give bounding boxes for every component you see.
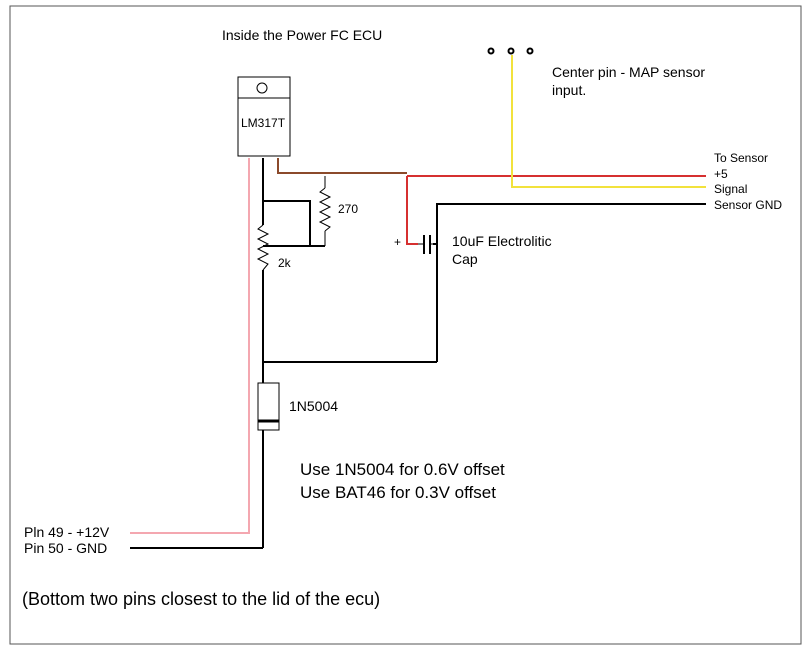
resistor-270-label: 270 [338,202,359,216]
resistor-2k-label: 2k [278,256,291,270]
connector-note-line1: Center pin - MAP sensor [552,64,706,80]
offset-note-line2: Use BAT46 for 0.3V offset [300,483,496,502]
wire-label-signal: Signal [714,182,748,196]
diagram-title: Inside the Power FC ECU [222,27,383,43]
pin50-label: Pin 50 - GND [24,540,108,556]
footer-note: (Bottom two pins closest to the lid of t… [22,589,381,609]
regulator-label: LM317T [241,116,286,130]
capacitor-label-line1: 10uF Electrolitic [452,233,552,249]
capacitor-polarity-label: + [394,235,402,249]
ground-network [130,158,706,549]
wire-adj [277,158,407,174]
resistor-2k [256,224,270,271]
connector-pins [487,47,534,55]
regulator-lm317t [237,76,291,157]
resistor-270 [318,187,332,232]
wire-signal [511,55,706,188]
wire-label-ground: Sensor GND [714,198,783,212]
diode-1n5004 [257,382,280,431]
wire-label-to-sensor: To Sensor [714,151,769,165]
diode-label: 1N5004 [289,398,339,414]
wire-12v [130,158,250,534]
capacitor-label-line2: Cap [452,251,478,267]
pin49-label: Pln 49 - +12V [24,524,110,540]
offset-note-line1: Use 1N5004 for 0.6V offset [300,460,505,479]
wire-5v-cap [406,176,418,245]
wire-label-plus5: +5 [714,167,728,181]
capacitor-symbol [418,235,433,254]
diagram-frame [9,5,802,645]
connector-note-line2: input. [552,82,587,98]
